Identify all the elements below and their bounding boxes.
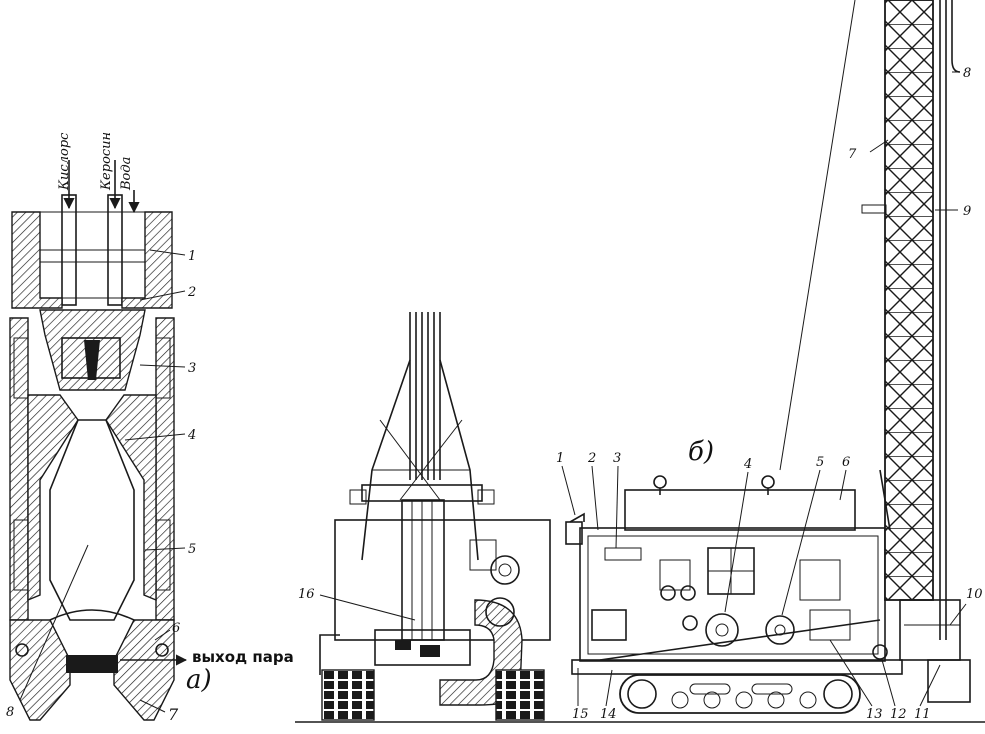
burner-callout-4: 4	[187, 428, 196, 443]
guy-wire	[779, 0, 856, 471]
rig-callout-13: 13	[866, 707, 883, 722]
rig-callout-12: 12	[890, 707, 907, 722]
rig-callout-1: 1	[556, 451, 564, 466]
housing-wall-right	[155, 317, 175, 621]
steam-outlet-label: выход пара	[192, 648, 294, 666]
burner-section	[9, 160, 188, 721]
subfigure-label-a: а)	[186, 665, 212, 695]
rig-callout-15: 15	[572, 707, 589, 722]
chassis	[571, 659, 903, 675]
rig-callout-5: 5	[816, 455, 824, 470]
combustion-chamber-wall-left	[27, 394, 79, 602]
rig-leaders	[561, 71, 967, 707]
burner-callout-6: 6	[172, 621, 180, 636]
front-track-right	[495, 669, 545, 721]
burner-callout-7: 7	[168, 705, 179, 724]
rig-callout-11: 11	[914, 707, 931, 722]
rig-callout-4: 4	[743, 457, 752, 472]
burner-callout-5: 5	[188, 542, 196, 557]
rig-callout-3: 3	[613, 451, 621, 466]
nozzle	[9, 619, 71, 721]
top-cabinet	[624, 489, 856, 531]
burner-labels: Кислорс Керосин Вода 1 2 3 4 5 6 7 8 вых…	[6, 132, 294, 724]
rig-side-view	[565, 0, 971, 714]
rig-labels: б) 1 2 3 4 5 6 7 8 9 10 11 12 13 14 15	[556, 66, 983, 722]
inlet-label-water: Вода	[119, 157, 134, 191]
rig-callout-14: 14	[600, 707, 617, 722]
rig-callout-16: 16	[298, 587, 315, 602]
rig-callout-2: 2	[587, 451, 596, 466]
front-mast	[349, 312, 495, 561]
rig-callout-10: 10	[966, 587, 983, 602]
rig-callout-9: 9	[963, 204, 971, 219]
housing-upper	[11, 211, 63, 309]
drill-mast	[884, 0, 934, 601]
burner-callout-2: 2	[187, 285, 196, 300]
combustion-chamber-wall-right	[105, 394, 157, 602]
burner-callout-8: 8	[6, 705, 14, 720]
subfigure-label-b: б)	[688, 437, 714, 467]
rig-front-view	[319, 312, 551, 721]
rig-callout-7: 7	[848, 147, 857, 162]
crawler-track	[619, 674, 861, 714]
housing-wall-left	[9, 317, 29, 621]
burner-callout-3: 3	[188, 361, 196, 376]
rig-callout-6: 6	[842, 455, 850, 470]
inlet-label-kerosene: Керосин	[99, 132, 114, 191]
inlet-label-oxygen: Кислорс	[57, 132, 72, 191]
burner-leaders	[19, 249, 186, 713]
burner-callout-1: 1	[188, 249, 196, 264]
rig-callout-8: 8	[963, 66, 971, 81]
front-track-left	[321, 669, 375, 721]
